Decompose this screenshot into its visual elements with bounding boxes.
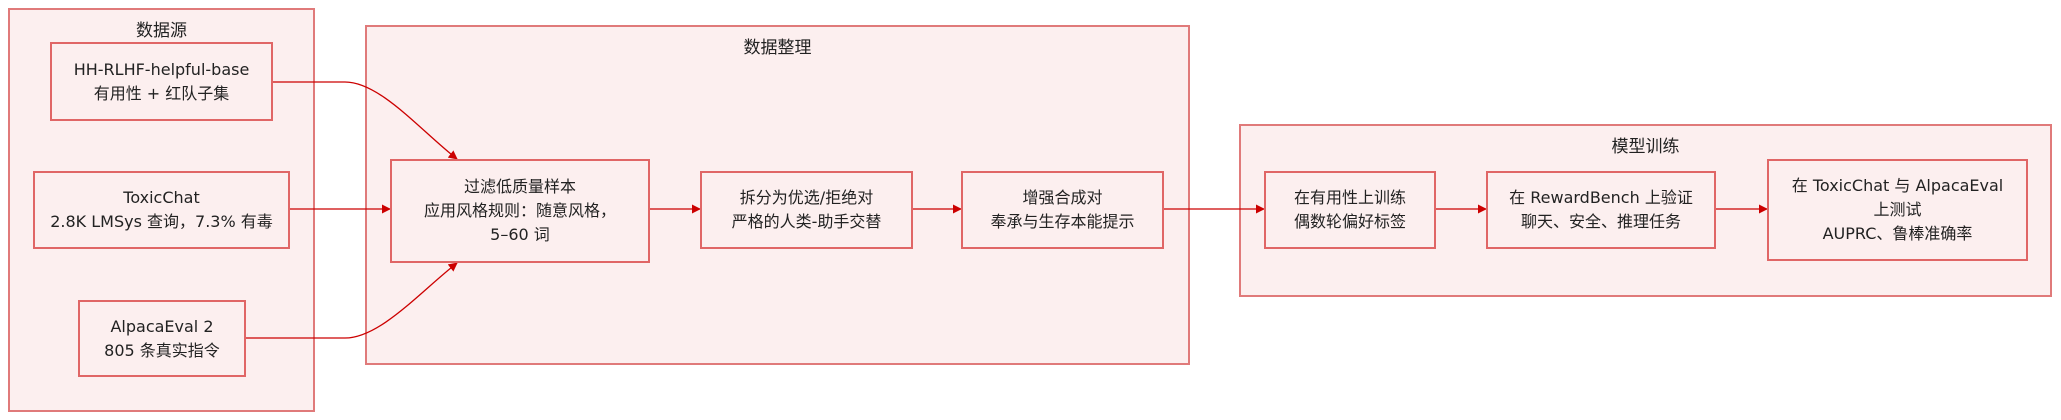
node-label: 在 RewardBench 上验证 [1509, 188, 1693, 207]
node-label: 在有用性上训练 [1293, 188, 1406, 207]
node-label: 奉承与生存本能提示 [990, 212, 1135, 231]
node-label: 5–60 词 [490, 225, 550, 244]
node-augment: 增强合成对 奉承与生存本能提示 [961, 171, 1164, 249]
node-label: 偶数轮偏好标签 [1293, 212, 1406, 231]
node-toxicchat: ToxicChat 2.8K LMSys 查询，7.3% 有毒 [33, 171, 290, 249]
node-validate: 在 RewardBench 上验证 聊天、安全、推理任务 [1486, 171, 1716, 249]
node-label: 在 ToxicChat 与 AlpacaEval [1791, 176, 2004, 195]
node-filter: 过滤低质量样本 应用风格规则：随意风格， 5–60 词 [390, 159, 650, 263]
node-label: 上测试 [1873, 200, 1922, 219]
edge-hh-to-filter [273, 81, 458, 160]
edge-alpaca-to-filter [246, 262, 458, 339]
node-label: 严格的人类-助手交替 [731, 212, 882, 231]
cluster-title: 模型训练 [1611, 137, 1680, 157]
node-label: HH-RLHF-helpful-base [73, 59, 250, 79]
node-label: 805 条真实指令 [104, 340, 220, 360]
node-test: 在 ToxicChat 与 AlpacaEval 上测试 AUPRC、鲁棒准确率 [1767, 159, 2028, 261]
cluster-title: 数据源 [136, 21, 187, 41]
node-hh-rlhf: HH-RLHF-helpful-base 有用性 + 红队子集 [50, 42, 273, 121]
node-label: 有用性 + 红队子集 [93, 83, 230, 103]
node-split: 拆分为优选/拒绝对 严格的人类-助手交替 [700, 171, 913, 249]
node-train: 在有用性上训练 偶数轮偏好标签 [1264, 171, 1436, 249]
node-label: AUPRC、鲁棒准确率 [1822, 224, 1973, 243]
node-label: 聊天、安全、推理任务 [1520, 212, 1681, 231]
node-label: 过滤低质量样本 [463, 177, 576, 196]
node-label: AlpacaEval 2 [110, 316, 214, 336]
node-label: 增强合成对 [1022, 188, 1103, 207]
node-label: 拆分为优选/拒绝对 [739, 188, 874, 207]
cluster-title: 数据整理 [743, 38, 812, 58]
node-label: 2.8K LMSys 查询，7.3% 有毒 [50, 212, 273, 231]
node-label: 应用风格规则：随意风格， [423, 201, 616, 220]
node-alpacaeval: AlpacaEval 2 805 条真实指令 [78, 300, 246, 377]
node-label: ToxicChat [123, 188, 200, 207]
